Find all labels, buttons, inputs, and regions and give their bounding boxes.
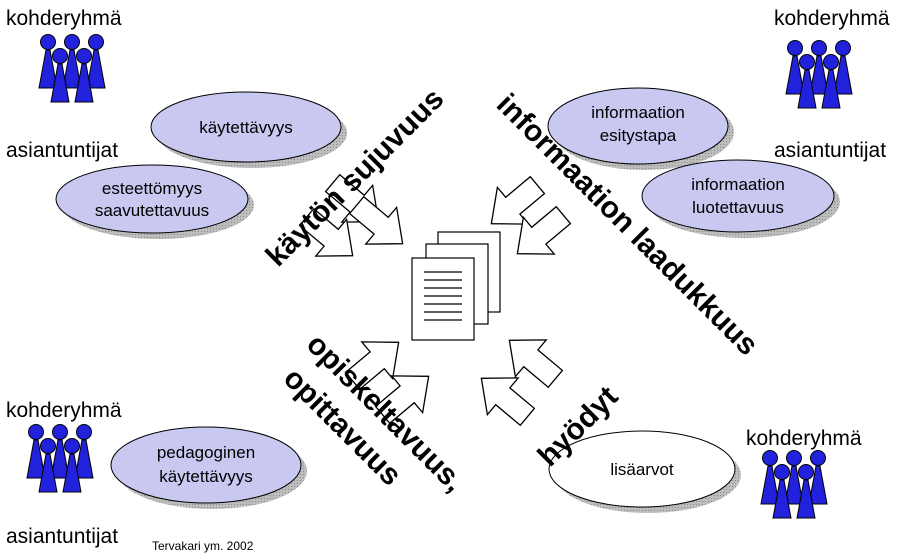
person-icon <box>38 438 58 493</box>
ellipse-esteettomyys-line1: esteettömyys <box>102 179 202 198</box>
top-right-target-group-label: kohderyhmä <box>774 7 890 30</box>
arrow-top-left-3 <box>348 195 404 245</box>
ellipse-esitystapa-line2: esitystapa <box>600 126 677 145</box>
person-icon <box>760 450 780 505</box>
top-left-experts-label: asiantuntijat <box>6 139 119 162</box>
person-icon <box>821 54 841 109</box>
top-right-experts-label: asiantuntijat <box>774 139 887 162</box>
people-group-icon-bottom-right <box>760 450 828 519</box>
arrow-bottom-left-1 <box>344 341 400 391</box>
person-icon <box>50 48 70 103</box>
ellipse-kaytettavyys: käytettävyys <box>150 91 347 168</box>
person-icon <box>833 40 853 95</box>
people-group-icon-bottom-left <box>26 424 94 493</box>
arrow-bottom-right-2 <box>480 377 536 427</box>
bottom-left-target-group-label: kohderyhmä <box>6 399 122 422</box>
bottom-right-target-group-label: kohderyhmä <box>746 427 862 450</box>
person-icon <box>86 34 106 89</box>
arrow-top-right-2 <box>516 205 572 255</box>
ellipse-pedagoginen-line1: pedagoginen <box>157 443 255 462</box>
person-icon <box>796 464 816 519</box>
person-icon <box>26 424 46 479</box>
ellipse-kaytettavyys-label: käytettävyys <box>199 118 293 137</box>
ellipse-luotettavuus-line2: luotettavuus <box>692 198 784 217</box>
ellipse-pedagoginen-line2: käytettävyys <box>159 467 253 486</box>
person-icon <box>50 424 70 479</box>
arrow-bottom-right-1 <box>508 339 564 389</box>
ellipse-luotettavuus-line1: informaation <box>691 175 785 194</box>
person-icon <box>74 48 94 103</box>
arrow-bottom-left-2 <box>374 375 430 425</box>
document-stack-icon <box>411 231 501 341</box>
citation: Tervakari ym. 2002 <box>152 539 254 553</box>
person-icon <box>809 40 829 95</box>
arrow-top-left-2 <box>298 207 354 257</box>
person-icon <box>772 464 792 519</box>
top-left-target-group-label: kohderyhmä <box>6 7 122 30</box>
arrow-top-right-1 <box>490 175 546 225</box>
ellipse-lisaarvot-label: lisäarvot <box>610 460 674 479</box>
person-icon <box>62 438 82 493</box>
ellipse-esteettomyys: esteettömyys saavutettavuus <box>55 164 254 239</box>
bottom-left-experts-label: asiantuntijat <box>6 525 119 548</box>
ellipse-esitystapa-line1: informaation <box>591 103 685 122</box>
person-icon <box>74 424 94 479</box>
ellipse-lisaarvot: lisäarvot <box>548 430 741 513</box>
ellipse-pedagoginen: pedagoginen käytettävyys <box>110 426 307 509</box>
ellipse-luotettavuus: informaation luotettavuus <box>641 159 840 238</box>
person-icon <box>808 450 828 505</box>
ellipse-esteettomyys-line2: saavutettavuus <box>95 201 209 220</box>
ellipse-esitystapa: informaation esitystapa <box>547 87 734 170</box>
person-icon <box>784 450 804 505</box>
person-icon <box>797 54 817 109</box>
people-group-icon-top-left <box>38 34 106 103</box>
people-group-icon-top-right <box>785 40 853 109</box>
